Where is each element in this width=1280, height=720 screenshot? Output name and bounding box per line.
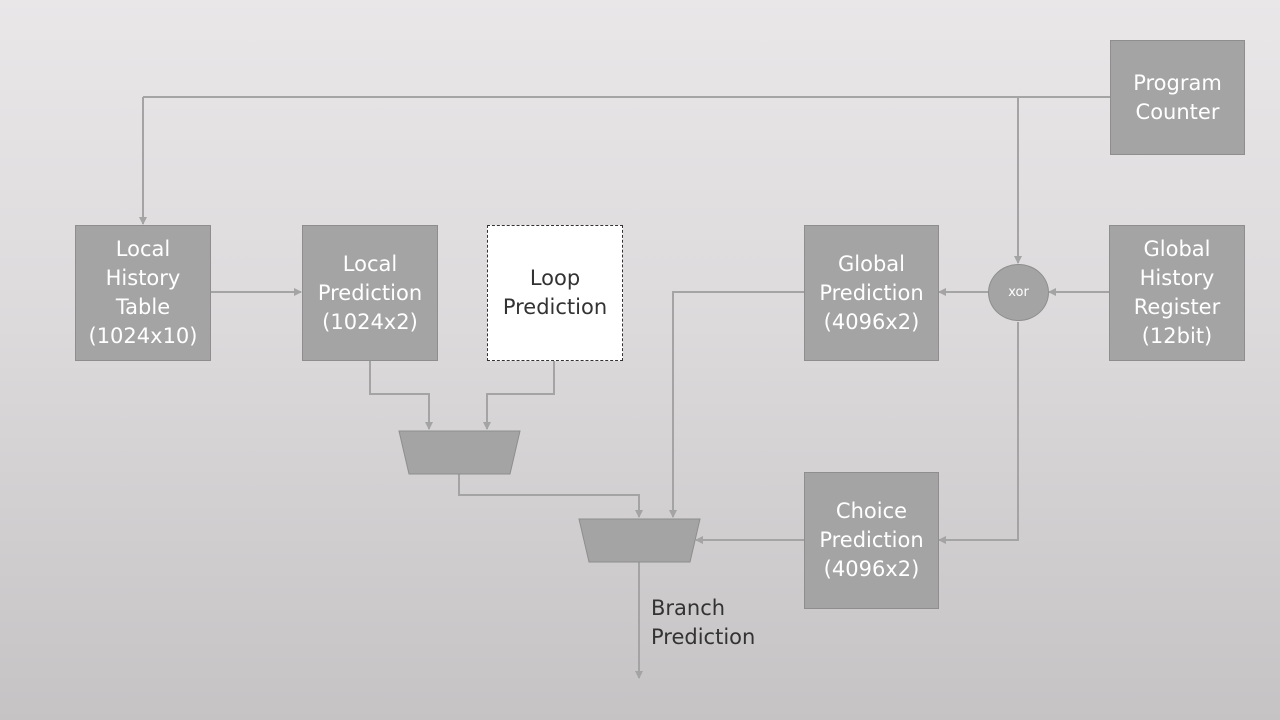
choice-prediction-line: (4096x2)	[823, 557, 920, 581]
program-counter-block: Program Counter	[1110, 40, 1245, 155]
local-history-table-block: Local History Table (1024x10)	[75, 225, 211, 361]
choice-prediction-line: Prediction	[819, 528, 924, 552]
local-prediction-line: (1024x2)	[322, 309, 418, 334]
branch-prediction-line: Branch	[651, 596, 726, 620]
local-prediction-line: Local	[342, 251, 398, 276]
local-history-table-line: History	[105, 266, 181, 290]
global-history-register-block: Global History Register (12bit)	[1109, 225, 1245, 361]
global-prediction-block: Global Prediction (4096x2)	[804, 225, 939, 361]
global-history-register-line: (12bit)	[1141, 324, 1213, 348]
local-prediction-to-mux1-arrow	[369, 360, 433, 430]
local-history-table-line: Local	[115, 237, 171, 261]
local-prediction-label: Local Prediction (1024x2)	[318, 250, 422, 337]
global-prediction-label: Global Prediction (4096x2)	[819, 250, 923, 337]
global-history-register-label: Global History Register (12bit)	[1134, 235, 1220, 351]
global-prediction-line: Global	[837, 251, 905, 276]
loop-prediction-to-mux1-arrow	[483, 360, 555, 430]
program-counter-line: Program	[1133, 70, 1222, 95]
loop-prediction-label: Loop Prediction	[503, 264, 607, 322]
xor-gate-label: xor	[1008, 285, 1029, 300]
loop-prediction-line: Prediction	[502, 295, 608, 319]
mux1-to-mux2-arrow	[458, 474, 643, 518]
xor-to-choice-prediction-arrow	[938, 322, 1019, 544]
local-prediction-line: Prediction	[317, 280, 423, 305]
global-prediction-to-mux2-arrow	[669, 291, 804, 518]
branch-prediction-line: Prediction	[651, 625, 756, 649]
local-prediction-block: Local Prediction (1024x2)	[302, 225, 438, 361]
local-history-table-line: (1024x10)	[88, 324, 198, 348]
wires	[139, 96, 1110, 679]
global-history-register-line: Register	[1133, 295, 1221, 319]
program-counter-line: Counter	[1135, 99, 1220, 124]
final-prediction-mux	[578, 518, 701, 563]
global-history-register-line: History	[1139, 266, 1215, 290]
program-counter-label: Program Counter	[1133, 69, 1222, 127]
choice-prediction-block: Choice Prediction (4096x2)	[804, 472, 939, 609]
global-history-register-line: Global	[1143, 237, 1211, 261]
loop-prediction-block: Loop Prediction	[487, 225, 623, 361]
xor-gate: xor	[988, 264, 1049, 321]
global-prediction-line: (4096x2)	[823, 309, 920, 334]
choice-prediction-label: Choice Prediction (4096x2)	[819, 497, 923, 584]
local-history-table-label: Local History Table (1024x10)	[89, 235, 198, 351]
loop-prediction-line: Loop	[529, 266, 581, 290]
choice-prediction-line: Choice	[835, 499, 908, 523]
branch-prediction-output-label: Branch Prediction	[651, 594, 755, 652]
global-prediction-line: Prediction	[819, 280, 924, 305]
local-loop-mux	[398, 430, 521, 475]
local-history-table-line: Table	[115, 295, 171, 319]
